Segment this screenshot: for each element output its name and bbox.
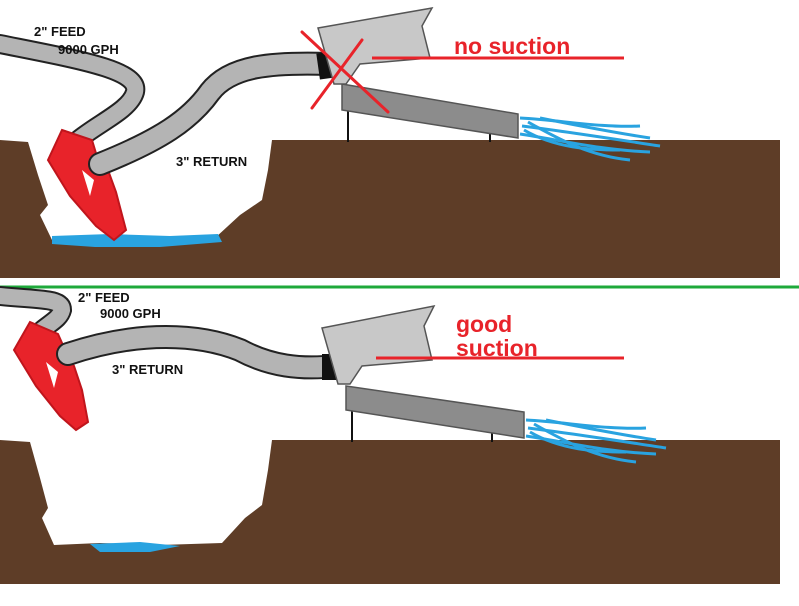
bottom-pit-water [90,542,180,552]
bottom-return-label: 3" RETURN [112,362,183,377]
top-feed-hose-fill [0,36,144,148]
bottom-feed-hose-fill [0,288,71,338]
top-return-hose-fill [90,53,340,174]
top-panel: 2" FEED 9000 GPH 3" RETURN no suction [0,6,780,278]
bottom-note-line2: suction [456,335,538,361]
top-pit-water [52,234,222,247]
bottom-sluice [345,385,525,439]
bottom-note-line1: good [456,311,512,337]
bottom-panel: 2" FEED 9000 GPH 3" RETURN good suction [0,286,780,584]
top-return-label: 3" RETURN [176,154,247,169]
top-nozzle-gap [82,170,94,196]
top-no-suction-x [300,30,390,114]
bottom-hopper [321,304,436,385]
bottom-discharge-water [525,418,667,464]
top-hopper [317,6,434,85]
bottom-feed-label-line1: 2" FEED [78,290,130,305]
top-feed-label-line1: 2" FEED [34,24,86,39]
bottom-ground [0,440,780,584]
top-sluice [341,83,519,139]
bottom-feed-label-line2: 9000 GPH [100,306,161,321]
top-feed-label-line2: 9000 GPH [58,42,119,57]
top-note: no suction [454,33,570,59]
bottom-nozzle-gap [46,362,58,388]
bottom-return-hose-fill [58,327,346,378]
top-discharge-water [519,116,661,162]
